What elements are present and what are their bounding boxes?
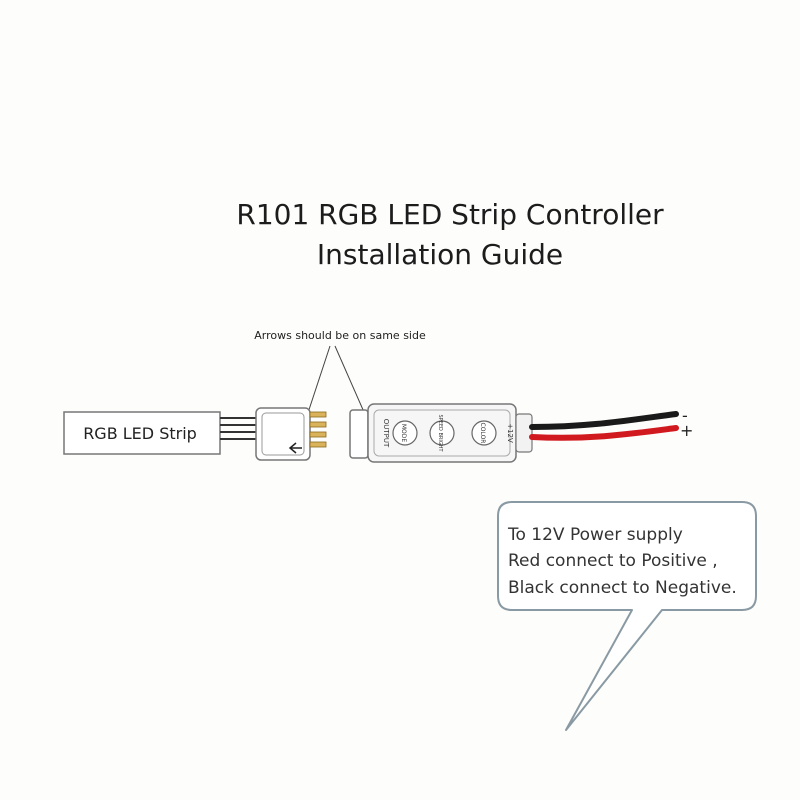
mode-button[interactable]: MODE (392, 420, 418, 446)
positive-symbol: + (680, 421, 693, 440)
callout-line-3: Black connect to Negative. (508, 578, 737, 598)
connector-pins (309, 411, 327, 448)
color-button[interactable]: COLOR (471, 420, 497, 446)
speed-bright-button-label: SPEED BRIGHT (437, 414, 443, 452)
controller-cable-end (515, 413, 533, 453)
connector-arrow-icon (288, 442, 302, 454)
color-button-label: COLOR (479, 423, 486, 444)
output-label: OUTPUT (382, 419, 390, 448)
title-line-2: Installation Guide (316, 238, 564, 271)
rgb-controller: OUTPUT MODE SPEED BRIGHT COLOR +12V (367, 403, 517, 463)
power-callout: To 12V Power supply Red connect to Posit… (497, 501, 757, 731)
red-wire (529, 425, 679, 441)
callout-line-1: To 12V Power supply (507, 525, 683, 545)
power-wires (529, 411, 679, 441)
arrows-note: Arrows should be on same side (254, 329, 426, 342)
strip-wires (220, 417, 256, 440)
female-connector (255, 407, 311, 461)
speed-bright-button[interactable]: SPEED BRIGHT (429, 414, 455, 452)
negative-symbol: - (682, 406, 688, 425)
power-label: +12V (506, 423, 514, 443)
black-wire (529, 411, 679, 430)
strip-label: RGB LED Strip (83, 424, 197, 443)
rgb-led-strip: RGB LED Strip (63, 411, 221, 455)
controller-plug (349, 409, 369, 459)
title-line-1: R101 RGB LED Strip Controller (236, 198, 664, 231)
mode-button-label: MODE (400, 424, 407, 443)
callout-line-2: Red connect to Positive , (508, 551, 718, 571)
